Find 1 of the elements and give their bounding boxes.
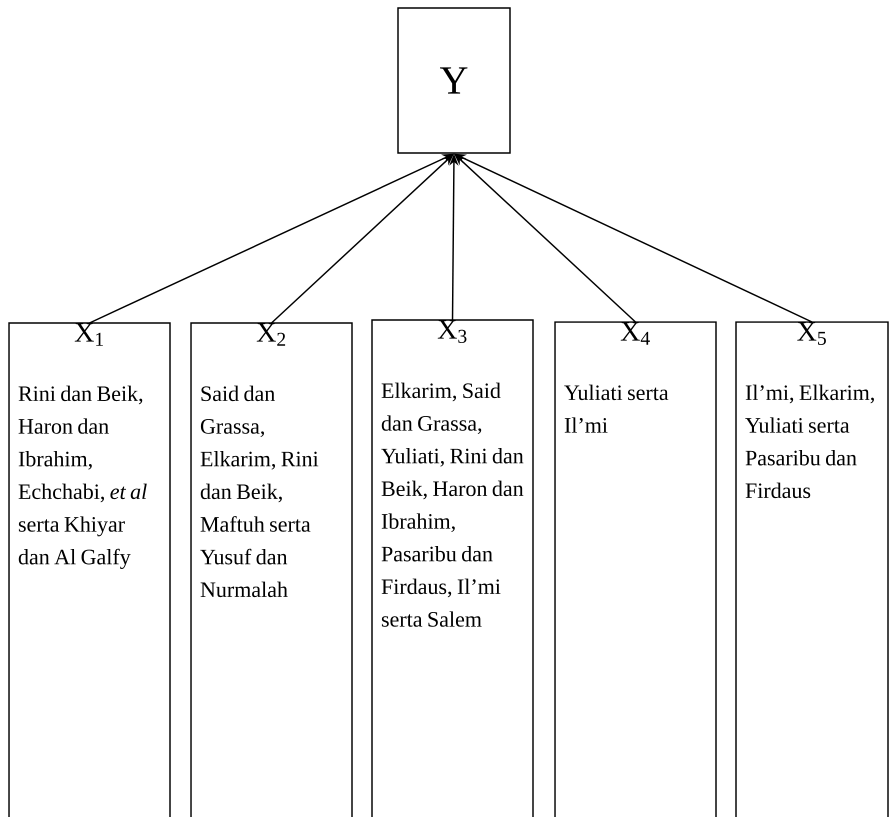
variable-box: Y bbox=[397, 7, 511, 154]
